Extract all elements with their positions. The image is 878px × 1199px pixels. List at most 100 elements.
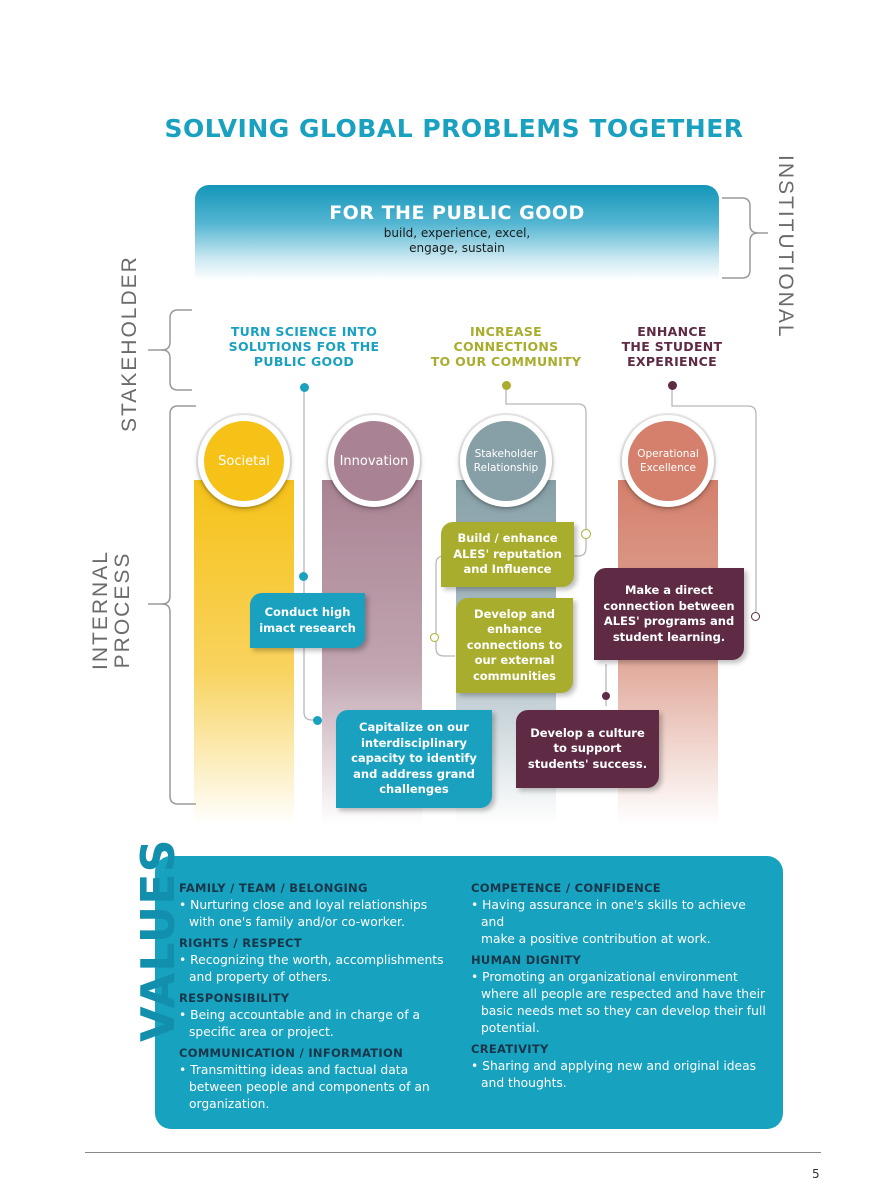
- value-line: basic needs met so they can develop thei…: [481, 1004, 766, 1018]
- value-line: with one's family and/or co-worker.: [189, 915, 405, 929]
- page-number: 5: [812, 1167, 820, 1181]
- value-heading: COMMUNICATION / INFORMATION: [179, 1046, 403, 1060]
- box-line: challenges: [379, 782, 449, 797]
- value-line: • Having assurance in one's skills to ac…: [471, 898, 746, 929]
- box-line: and address grand: [353, 766, 475, 781]
- footer-divider: [85, 1152, 821, 1153]
- connector-dot: [602, 692, 610, 700]
- goal-line: INCREASE: [469, 324, 543, 339]
- value-description: • Recognizing the worth, accomplishments…: [179, 952, 459, 986]
- institutional-label: INSTITUTIONAL: [774, 155, 797, 339]
- box-capitalize: Capitalize on our interdisciplinary capa…: [336, 710, 492, 808]
- box-line: Develop and: [474, 606, 555, 621]
- box-line: Make a direct: [624, 583, 714, 597]
- goal-community: INCREASE CONNECTIONS TO OUR COMMUNITY: [416, 324, 596, 369]
- box-line: ALES' programs and: [603, 614, 735, 628]
- box-line: connection between: [603, 598, 735, 613]
- circle-label: Operational: [637, 448, 699, 460]
- value-description: • Having assurance in one's skills to ac…: [471, 897, 771, 948]
- box-line: our external: [474, 653, 555, 668]
- stakeholder-label: STAKEHOLDER: [118, 255, 141, 432]
- value-line: • Being accountable and in charge of a: [179, 1008, 420, 1022]
- value-heading: RIGHTS / RESPECT: [179, 936, 302, 950]
- goal-line: EXPERIENCE: [627, 354, 717, 369]
- value-description: • Transmitting ideas and factual data be…: [179, 1062, 459, 1113]
- goal-student: ENHANCE THE STUDENT EXPERIENCE: [592, 324, 752, 369]
- value-line: • Sharing and applying new and original …: [471, 1059, 757, 1073]
- institutional-bracket-bottom: [722, 232, 759, 279]
- value-line: between people and components of an: [189, 1080, 430, 1094]
- value-heading: HUMAN DIGNITY: [471, 953, 582, 967]
- pillar-societal: [194, 480, 294, 825]
- value-line: make a positive contribution at work.: [481, 932, 711, 946]
- circle-label: Excellence: [639, 462, 697, 474]
- box-line: Conduct high: [264, 605, 351, 619]
- internal-label-line: INTERNAL: [89, 550, 112, 670]
- values-left-column: FAMILY / TEAM / BELONGING • Nurturing cl…: [179, 876, 459, 1113]
- internal-process-label: INTERNAL PROCESS: [89, 550, 134, 670]
- value-line: • Promoting an organizational environmen…: [471, 970, 738, 984]
- box-line: Capitalize on our: [359, 720, 469, 735]
- box-line: capacity to identify: [351, 751, 477, 766]
- value-line: and thoughts.: [481, 1076, 567, 1090]
- goal-dot: [300, 383, 309, 392]
- value-heading: RESPONSIBILITY: [179, 991, 290, 1005]
- goal-line: CONNECTIONS: [453, 339, 559, 354]
- value-line: • Transmitting ideas and factual data: [179, 1063, 409, 1077]
- stakeholder-circle: Stakeholder Relationship: [460, 415, 552, 507]
- connector-dot: [313, 716, 322, 725]
- banner-title: FOR THE PUBLIC GOOD: [329, 202, 585, 224]
- goal-dot: [668, 381, 677, 390]
- values-heading: VALUES: [131, 838, 185, 1042]
- box-reputation: Build / enhance ALES' reputation and Inf…: [441, 522, 574, 587]
- box-line: Develop a culture: [530, 725, 645, 740]
- value-heading: CREATIVITY: [471, 1042, 549, 1056]
- page-title: SOLVING GLOBAL PROBLEMS TOGETHER: [164, 114, 744, 143]
- goal-line: ENHANCE: [637, 324, 707, 339]
- box-develop-connections: Develop and enhance connections to our e…: [456, 598, 573, 693]
- banner-subtitle: build, experience, excel, engage, sustai…: [195, 226, 719, 256]
- box-line: student learning.: [612, 629, 726, 644]
- goal-line: PUBLIC GOOD: [253, 354, 355, 369]
- value-line: • Nurturing close and loyal relationship…: [179, 898, 428, 912]
- box-conduct-research: Conduct high imact research: [250, 593, 365, 648]
- values-right-column: COMPETENCE / CONFIDENCE • Having assuran…: [471, 876, 771, 1092]
- value-line: • Recognizing the worth, accomplishments: [179, 953, 444, 967]
- circle-label: Stakeholder: [474, 448, 538, 460]
- box-line: and Influence: [463, 562, 552, 577]
- values-panel: [155, 856, 783, 1129]
- value-description: • Sharing and applying new and original …: [471, 1058, 771, 1092]
- goal-line: TURN SCIENCE INTO: [230, 324, 378, 339]
- goal-line: SOLUTIONS FOR THE: [228, 339, 380, 354]
- goal-line: THE STUDENT: [621, 339, 723, 354]
- box-line: enhance: [487, 622, 542, 637]
- box-direct-connection: Make a direct connection between ALES' p…: [594, 568, 744, 660]
- connector-dot: [430, 633, 439, 642]
- box-line: interdisciplinary: [360, 735, 468, 750]
- box-line: ALES' reputation: [453, 546, 562, 561]
- circle-label: Relationship: [473, 462, 539, 474]
- goal-line: TO OUR COMMUNITY: [430, 354, 582, 369]
- box-line: connections to: [466, 637, 563, 652]
- value-line: potential.: [481, 1021, 540, 1035]
- value-line: where all people are respected and have …: [481, 987, 766, 1001]
- connector-dot: [751, 612, 760, 621]
- societal-circle: Societal: [198, 415, 290, 507]
- value-description: • Promoting an organizational environmen…: [471, 969, 771, 1037]
- innovation-circle: Innovation: [328, 415, 420, 507]
- circle-label: Innovation: [339, 453, 409, 469]
- institutional-bracket-top: [722, 197, 768, 234]
- connector-dot: [299, 572, 308, 581]
- operational-circle: Operational Excellence: [622, 415, 714, 507]
- box-line: communities: [472, 668, 557, 683]
- banner-subtitle-line: build, experience, excel,: [383, 226, 531, 240]
- value-description: • Nurturing close and loyal relationship…: [179, 897, 459, 931]
- value-description: • Being accountable and in charge of a s…: [179, 1007, 459, 1041]
- connector-dot: [581, 529, 591, 539]
- value-heading: FAMILY / TEAM / BELONGING: [179, 881, 368, 895]
- public-good-banner: [195, 185, 719, 280]
- banner-subtitle-line: engage, sustain: [409, 241, 505, 255]
- box-line: students' success.: [527, 756, 648, 771]
- circle-label: Societal: [218, 453, 270, 469]
